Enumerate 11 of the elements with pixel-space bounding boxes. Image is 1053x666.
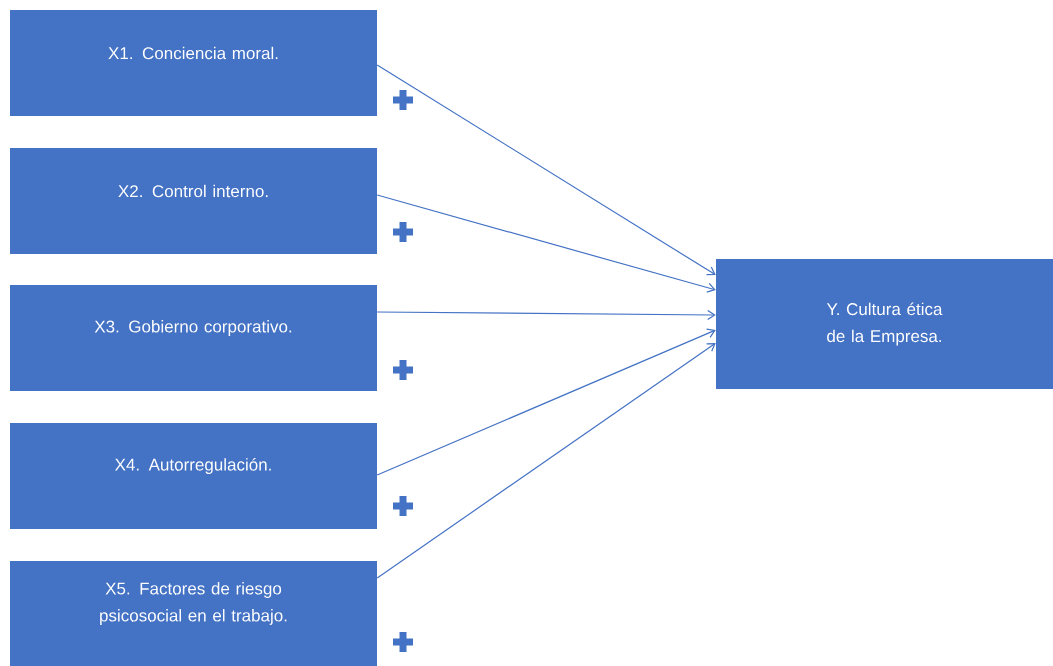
- arrow: [376, 328, 716, 476]
- arrow: [376, 64, 716, 276]
- process-box: X1. Conciencia moral.: [10, 10, 377, 116]
- process-box: X5. Factores de riesgo psicosocial en el trabajo.: [10, 561, 377, 666]
- arrow: [376, 194, 716, 293]
- process-box: X2. Control interno.: [10, 148, 377, 254]
- process-box: Y. Cultura ética de la Empresa.: [716, 259, 1053, 389]
- arrow: [376, 343, 716, 579]
- arrow: [376, 309, 716, 321]
- process-box: X4. Autorregulación.: [10, 423, 377, 529]
- process-box: X3. Gobierno corporativo.: [10, 285, 377, 391]
